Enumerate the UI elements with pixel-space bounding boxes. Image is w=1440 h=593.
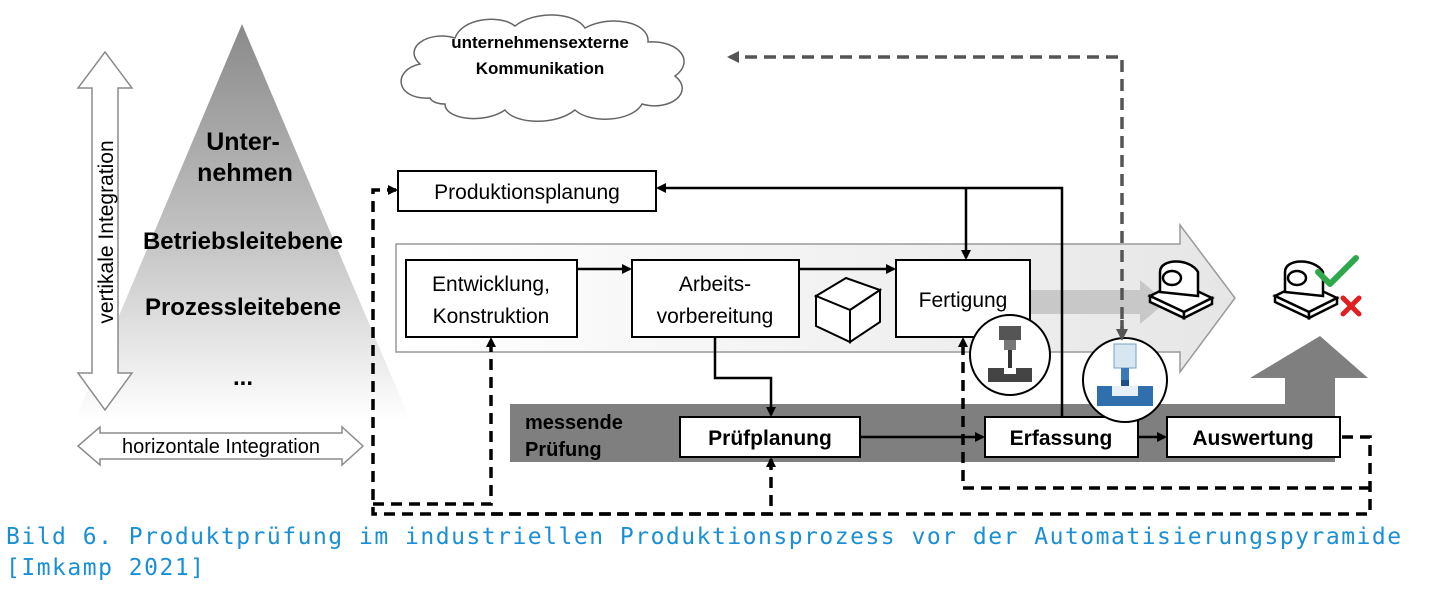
pyramid-level-prozessleitebene: Prozessleitebene [145, 294, 341, 321]
coordinate-measuring-icon [1082, 337, 1168, 423]
entwicklung-label-1: Entwicklung, [432, 273, 550, 296]
entwicklung-box [405, 259, 578, 338]
horizontal-integration-arrow [76, 425, 365, 467]
cloud-text-line1: unternehmensexterne [451, 33, 629, 52]
external-communication-cloud: unternehmensexterne Kommunikation [400, 14, 685, 122]
milling-machine-icon [969, 314, 1051, 396]
fertigung-output-arrow [1030, 280, 1166, 324]
pyramid-level-unternehmen-1: Unter- [206, 128, 280, 156]
pruefplanung-label: Prüfplanung [708, 427, 832, 450]
auswertung-label: Auswertung [1192, 427, 1313, 450]
fertigung-label: Fertigung [919, 289, 1008, 312]
pruefplanung-box [679, 416, 861, 458]
fertigung-box [895, 259, 1031, 338]
erfassung-label: Erfassung [1010, 427, 1113, 450]
vertical-integration-arrow [76, 50, 134, 412]
pyramid-level-betriebsleitebene: Betriebsleitebene [143, 228, 343, 255]
production-process-diagram: Unter- nehmen Betriebsleitebene Prozessl… [75, 14, 1372, 516]
erfassung-box [984, 416, 1139, 458]
auswertung-box [1166, 416, 1341, 458]
automation-pyramid [75, 24, 410, 420]
raw-block-icon [813, 276, 883, 344]
arbeitsvorbereitung-label-2: vorbereitung [657, 305, 774, 328]
band-label-line1: messende [525, 412, 623, 434]
vertical-integration-label: vertikale Integration [95, 140, 118, 323]
arbeitsvorbereitung-label-1: Arbeits- [679, 273, 751, 296]
external-dashed-connector [727, 51, 1124, 338]
band-label-line2: Prüfung [525, 439, 602, 461]
horizontal-integration-label: horizontale Integration [122, 436, 320, 458]
dashed-connectors [371, 185, 1372, 516]
entwicklung-label-2: Konstruktion [433, 305, 550, 328]
cross-icon [1340, 295, 1362, 317]
check-icon [1315, 255, 1359, 287]
produktionsplanung-label: Produktionsplanung [434, 181, 620, 204]
finished-part-icon [1147, 260, 1215, 321]
evaluated-part-icon [1272, 260, 1340, 321]
figure-caption: Bild 6. Produktprüfung im industriellen … [6, 524, 1403, 581]
cloud-text-line2: Kommunikation [476, 59, 604, 78]
pyramid-level-unternehmen-2: nehmen [197, 159, 293, 187]
pyramid-level-more: ... [233, 364, 253, 391]
